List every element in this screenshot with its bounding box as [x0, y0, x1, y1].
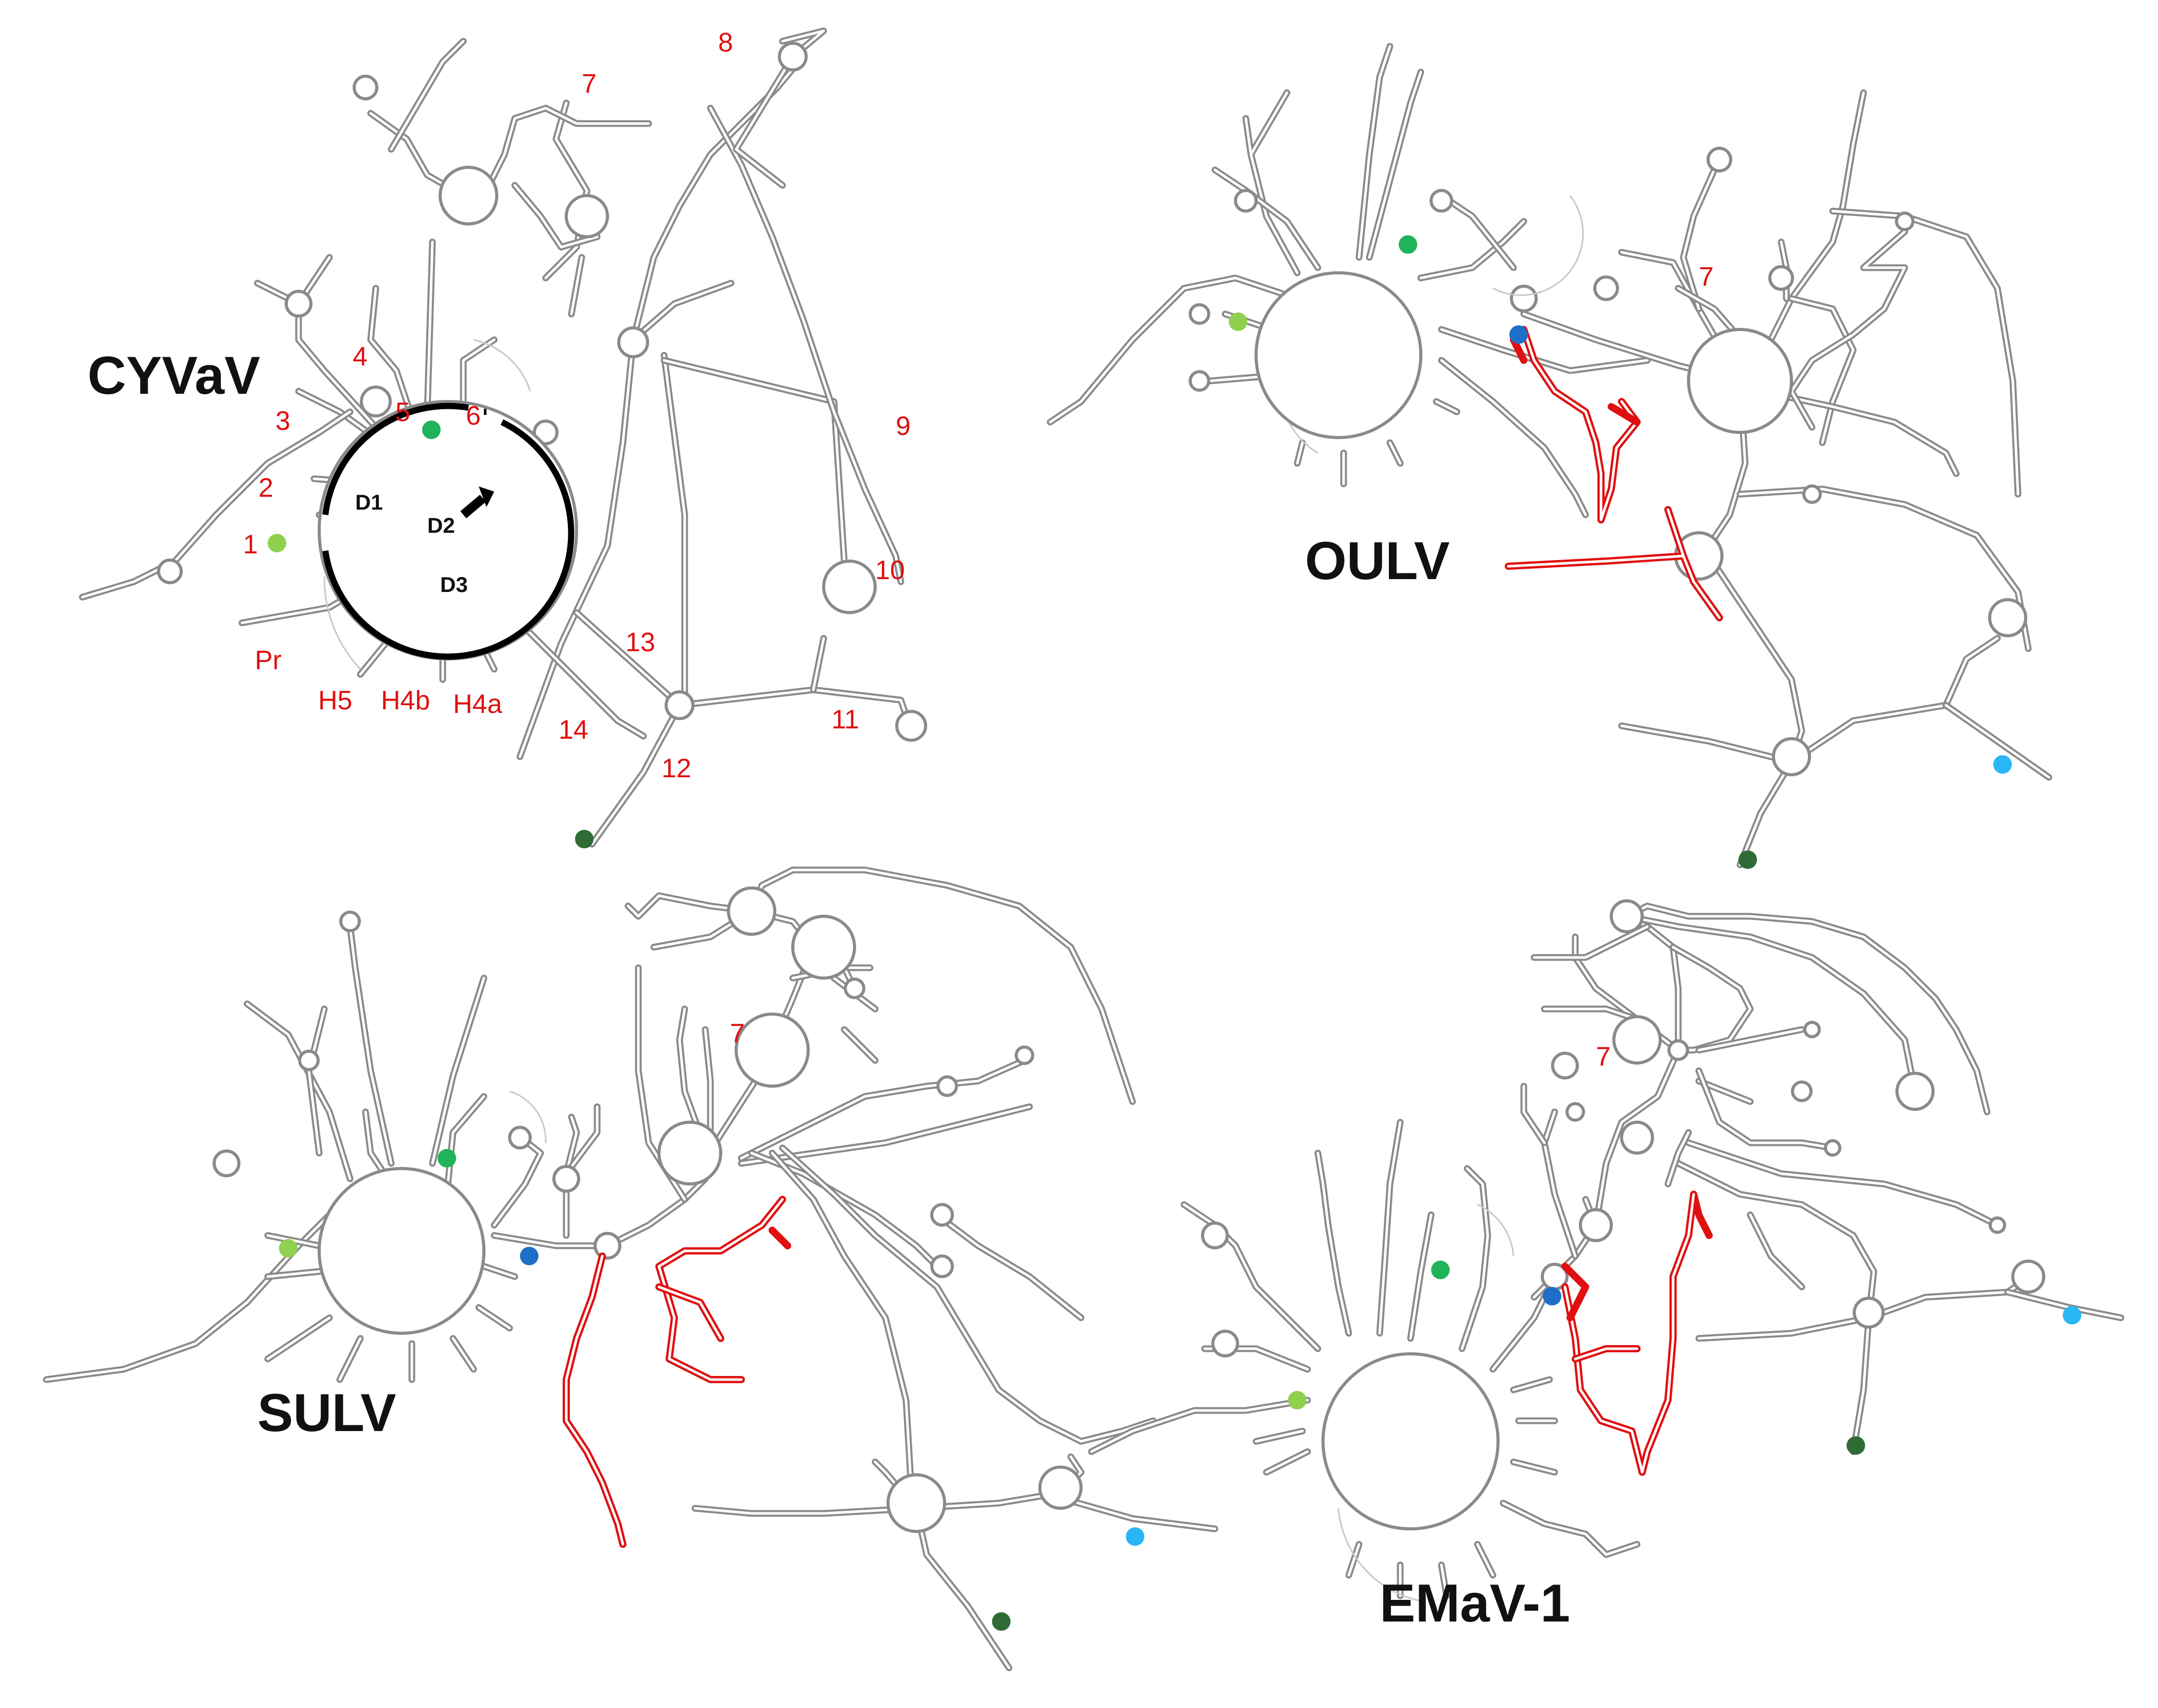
marker-dark-green — [1738, 850, 1757, 869]
panel-title-oulv: OULV — [1305, 531, 1450, 591]
panel-emav-1: EMaV-1 7 — [1088, 899, 2125, 1633]
marker-light-blue — [1993, 755, 2012, 774]
hairpin-label-11: 11 — [831, 705, 859, 735]
domain-label-d2: D2 — [427, 513, 455, 537]
marker-light-blue — [1126, 1527, 1144, 1546]
panel-title-cyvav: CYVaV — [88, 346, 260, 406]
panel-sulv: SULV 7 — [43, 866, 1219, 1671]
marker-light-green — [1229, 312, 1247, 331]
domain-label-d3: D3 — [440, 572, 468, 597]
marker-green — [438, 1149, 456, 1167]
hairpin-label-2: 2 — [258, 473, 273, 503]
hairpin-label-1: 1 — [243, 530, 258, 560]
marker-dark-green — [575, 830, 594, 848]
panel-cyvav: CYVaV D1 D2 D3 1 2 3 4 5 6 7 8 9 10 11 1… — [79, 27, 927, 848]
hairpin-label-8: 8 — [718, 28, 733, 58]
hairpin-label-pr: Pr — [255, 646, 282, 675]
hairpin-label-10: 10 — [875, 555, 905, 585]
marker-blue — [520, 1247, 538, 1265]
marker-blue — [1509, 325, 1528, 344]
hairpin-label-h4a: H4a — [453, 689, 502, 719]
marker-light-green — [268, 534, 286, 552]
marker-blue — [1543, 1287, 1561, 1305]
panel-title-sulv: SULV — [257, 1383, 396, 1443]
panel-title-emav-1: EMaV-1 — [1380, 1574, 1570, 1633]
hairpin-label-13: 13 — [625, 628, 655, 657]
marker-dark-green — [1847, 1436, 1865, 1455]
panel-oulv: OULV 7 — [1047, 43, 2052, 869]
marker-light-blue — [2063, 1306, 2081, 1324]
marker-light-green — [1288, 1391, 1307, 1409]
hairpin-label-14: 14 — [559, 715, 588, 745]
hairpin-label-7: 7 — [1596, 1042, 1611, 1072]
marker-green — [1399, 235, 1417, 254]
hairpin-label-4: 4 — [353, 342, 368, 372]
hairpin-label-9: 9 — [896, 411, 911, 441]
hairpin-label-h5: H5 — [318, 686, 352, 716]
hairpin-label-5: 5 — [395, 397, 410, 427]
hairpin-label-7: 7 — [582, 69, 597, 99]
hairpin-label-6: 6 — [466, 401, 481, 431]
hairpin-label-7: 7 — [1699, 262, 1714, 292]
marker-green — [1431, 1261, 1450, 1279]
marker-green — [422, 421, 441, 439]
marker-light-green — [279, 1239, 298, 1258]
hairpin-label-3: 3 — [275, 406, 290, 436]
hairpin-label-7: 7 — [730, 1019, 745, 1049]
hairpin-label-12: 12 — [662, 754, 691, 783]
marker-dark-green — [992, 1612, 1011, 1631]
hairpin-label-h4b: H4b — [381, 686, 430, 716]
domain-label-d1: D1 — [355, 490, 383, 514]
